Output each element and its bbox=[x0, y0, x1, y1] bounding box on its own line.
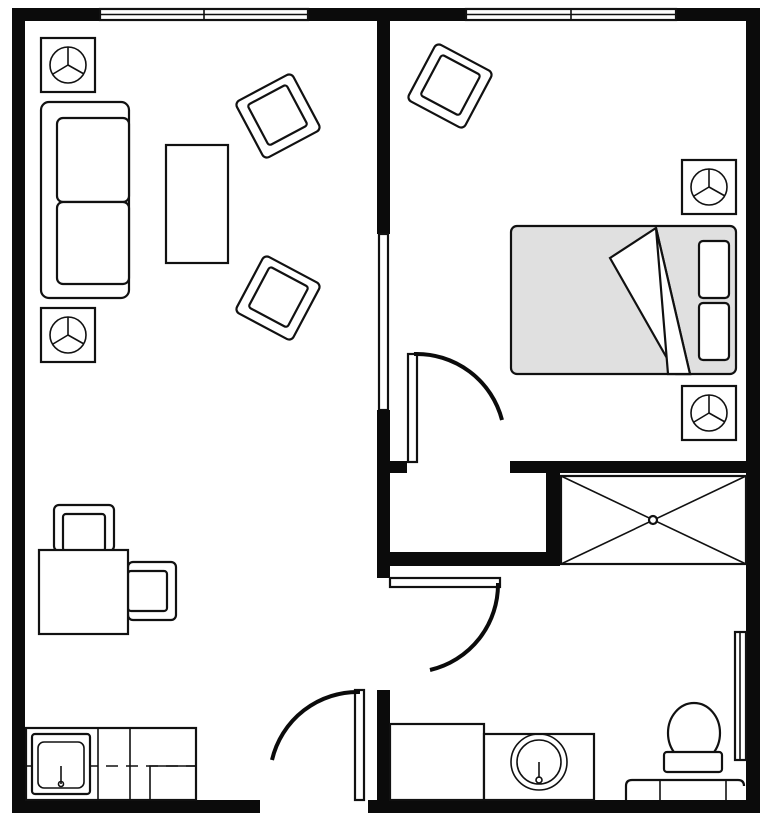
armchair-top bbox=[235, 73, 321, 159]
bedroom bbox=[407, 43, 738, 442]
nightstand-top-icon bbox=[680, 158, 738, 216]
nightstand-bottom-icon bbox=[680, 384, 738, 442]
pillow-top bbox=[697, 239, 731, 300]
armchair-bedroom bbox=[407, 43, 493, 129]
wall-closet-right bbox=[546, 461, 560, 566]
wall-right bbox=[746, 8, 760, 813]
toilet bbox=[624, 701, 746, 800]
partition-center bbox=[377, 232, 390, 412]
pillow-bottom bbox=[697, 301, 731, 362]
wall-closet-bottom bbox=[377, 552, 560, 566]
wall-center-lower bbox=[377, 410, 390, 578]
interior-walls bbox=[377, 8, 760, 813]
dining-table bbox=[37, 503, 178, 636]
vanity bbox=[482, 732, 596, 802]
kitchen bbox=[24, 726, 198, 802]
wall-closet-top-stub bbox=[377, 461, 407, 473]
dining-chair-top bbox=[52, 503, 116, 553]
wall-center-upper bbox=[377, 8, 390, 234]
bath-counter-left bbox=[388, 722, 486, 802]
coffee-table bbox=[164, 143, 230, 265]
window-bathroom bbox=[733, 630, 748, 762]
windows bbox=[98, 7, 748, 762]
armchair-bottom bbox=[235, 255, 321, 341]
wall-bath-left bbox=[377, 690, 390, 813]
wall-bottom-left bbox=[12, 800, 260, 813]
shower bbox=[559, 474, 748, 566]
wall-left bbox=[12, 8, 25, 813]
window-bedroom bbox=[464, 7, 678, 22]
exterior-walls bbox=[12, 8, 760, 813]
table-top bbox=[37, 548, 130, 636]
kitchen-sink bbox=[30, 732, 92, 796]
doors bbox=[270, 351, 504, 802]
wall-bottom-right bbox=[368, 800, 760, 813]
bathroom bbox=[388, 701, 746, 802]
wall-bedroom-bottom bbox=[510, 461, 760, 473]
bedroom-door bbox=[406, 351, 504, 464]
bathroom-door bbox=[388, 576, 502, 672]
lamp-table-bottom-icon bbox=[39, 306, 97, 364]
shower-drain bbox=[647, 514, 659, 526]
window-living bbox=[98, 7, 310, 22]
sofa bbox=[39, 100, 131, 300]
living-room bbox=[37, 36, 321, 636]
dining-chair-right bbox=[126, 560, 178, 622]
entry-door bbox=[270, 688, 366, 802]
lamp-table-top-icon bbox=[39, 36, 97, 94]
wall-top-right bbox=[676, 8, 760, 21]
wall-top-left bbox=[12, 8, 100, 21]
bed bbox=[509, 224, 738, 376]
